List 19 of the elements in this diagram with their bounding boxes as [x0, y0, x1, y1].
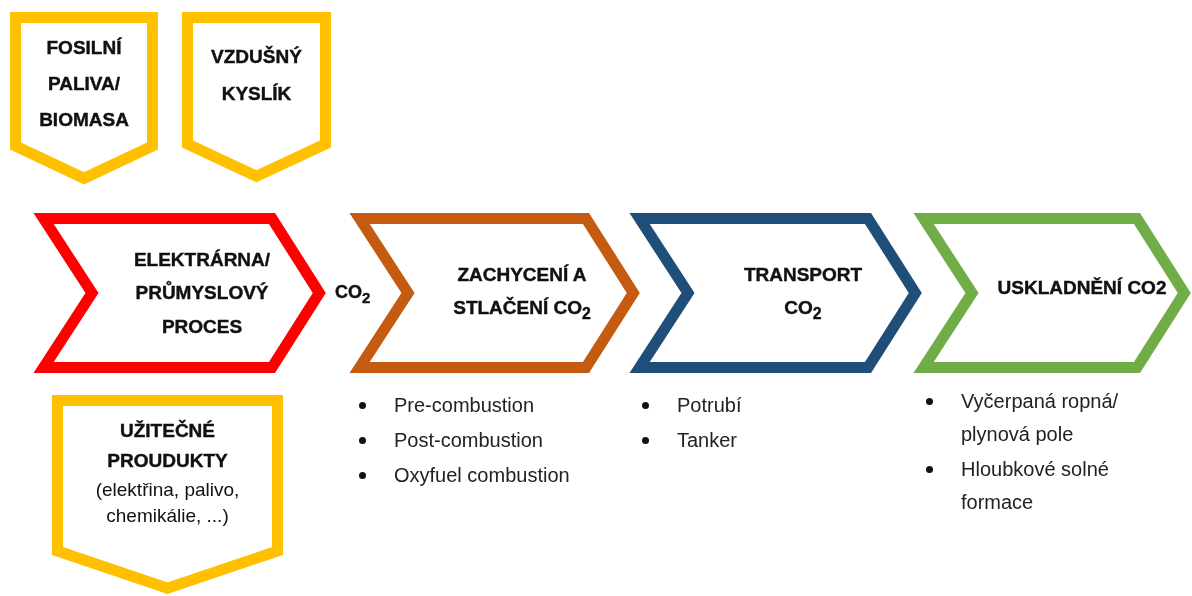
bullet-item: Vyčerpaná ropná/ plynová pole	[917, 385, 1157, 451]
node-title: TRANSPORT CO$_{2}$	[742, 263, 864, 325]
bullet-item: Hloubkové solné formace	[917, 453, 1157, 519]
node-title: ELEKTRÁRNA/ PRŮMYSLOVÝ PROCES	[132, 248, 272, 339]
bullet-item: Pre-combustion	[350, 389, 630, 422]
pentagon-box	[10, 12, 158, 186]
pentagon-box	[182, 12, 331, 184]
pentagon-box	[52, 395, 283, 596]
flow-label: CO$_{2}$	[335, 282, 371, 306]
node-title: VZDUŠNÝ KYSLÍK	[210, 45, 303, 106]
bullet-item: Oxyfuel combustion	[350, 459, 630, 492]
node-title: FOSILNÍ PALIVA/ BIOMASA	[38, 35, 130, 133]
bullet-item: Potrubí	[633, 389, 833, 422]
bullet-item: Tanker	[633, 424, 833, 457]
node-title: ZACHYCENÍ A STLAČENÍ CO$_{2}$	[452, 263, 592, 325]
bullet-item: Post-combustion	[350, 424, 630, 457]
node-title: USKLADNĚNÍ CO2	[997, 276, 1167, 301]
node-title: UŽITEČNÉ PROUDUKTY	[106, 419, 229, 474]
node-text: (elektřina, palivo, chemikálie, ...)	[94, 477, 241, 529]
